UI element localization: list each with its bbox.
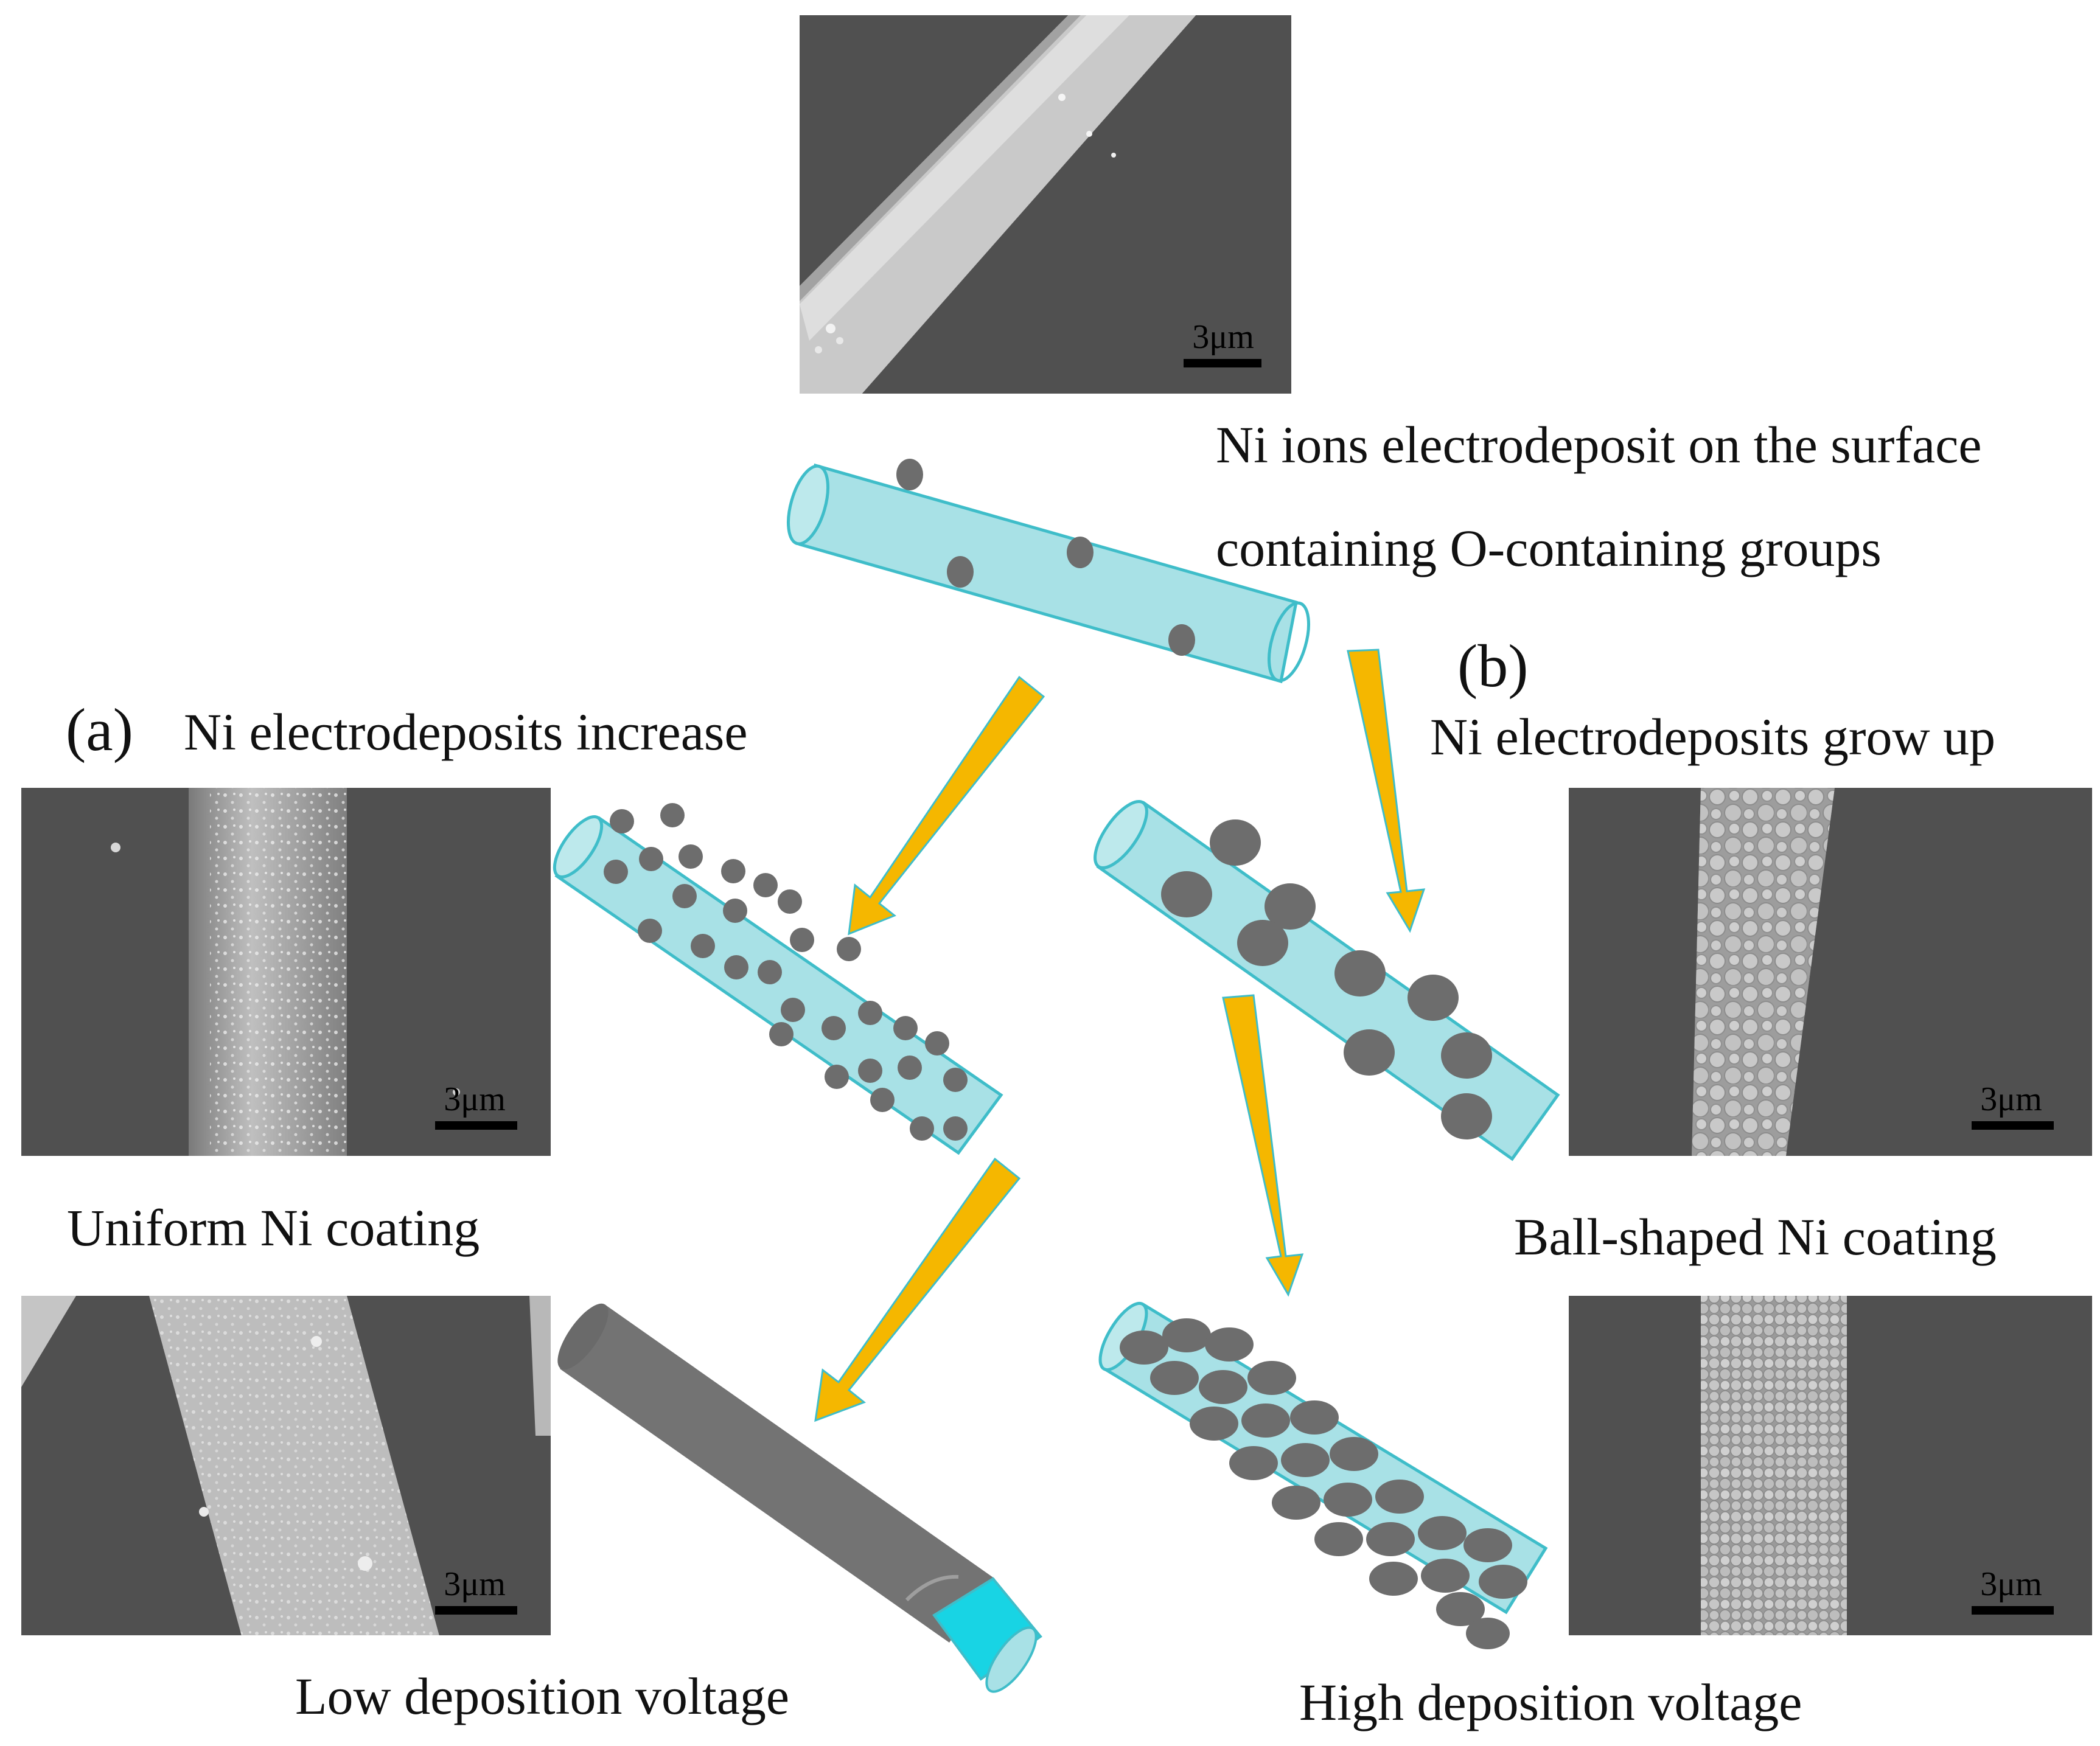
panel-label-b: (b) (1457, 632, 1529, 700)
scale-bar-label: 3μm (1192, 318, 1254, 356)
fiber-b-balls (1098, 1301, 1548, 1649)
scale-bar-a-mid: 3μm (435, 1080, 517, 1130)
scale-bar-label: 3μm (444, 1565, 506, 1603)
scale-bar-label: 3μm (1980, 1565, 2042, 1603)
ni-deposits-large (1161, 819, 1492, 1139)
sem-image-b-ball: 3μm (1569, 788, 2092, 1156)
arrow-initial-to-a (848, 675, 1045, 936)
caption-ball-shaped-coating: Ball-shaped Ni coating (1514, 1208, 1997, 1266)
arrow-a-to-coated (814, 1157, 1021, 1422)
ni-balls (1120, 1318, 1527, 1649)
scale-bar-label: 3μm (1980, 1080, 2042, 1118)
fiber-a-coated (557, 1303, 1042, 1693)
panel-label-a: (a) (66, 696, 133, 763)
sem-image-a-low-voltage: 3μm (21, 1296, 551, 1635)
ni-deposits-small (604, 803, 968, 1141)
sem-image-a-uniform: 3μm (21, 788, 551, 1156)
caption-high-voltage: High deposition voltage (1299, 1673, 1802, 1731)
heading-path-b: Ni electrodeposits grow up (1430, 708, 1996, 766)
sem-image-b-high-voltage: 3μm (1569, 1296, 2092, 1635)
fiber-initial (787, 459, 1310, 684)
caption-nucleation-line2: containing O-containing groups (1216, 519, 1882, 577)
caption-nucleation-line1: Ni ions electrodeposit on the surface (1216, 416, 1982, 474)
scale-bar-label: 3μm (444, 1080, 506, 1118)
arrow-b-to-balls (1222, 994, 1304, 1297)
caption-uniform-coating: Uniform Ni coating (67, 1198, 480, 1257)
heading-path-a: Ni electrodeposits increase (184, 703, 748, 761)
ni-nuclei (896, 459, 1195, 656)
arrow-initial-to-b (1347, 649, 1426, 933)
scale-bar-b-bottom: 3μm (1972, 1565, 2054, 1615)
sem-image-top: 3μm (800, 15, 1291, 394)
fiber-a-increase (553, 803, 1003, 1155)
scale-bar-a-bottom: 3μm (435, 1565, 517, 1615)
scale-bar-top: 3μm (1184, 318, 1261, 367)
caption-low-voltage: Low deposition voltage (295, 1667, 790, 1725)
fiber-b-grow (1094, 799, 1560, 1161)
scale-bar-b-mid: 3μm (1972, 1080, 2054, 1130)
